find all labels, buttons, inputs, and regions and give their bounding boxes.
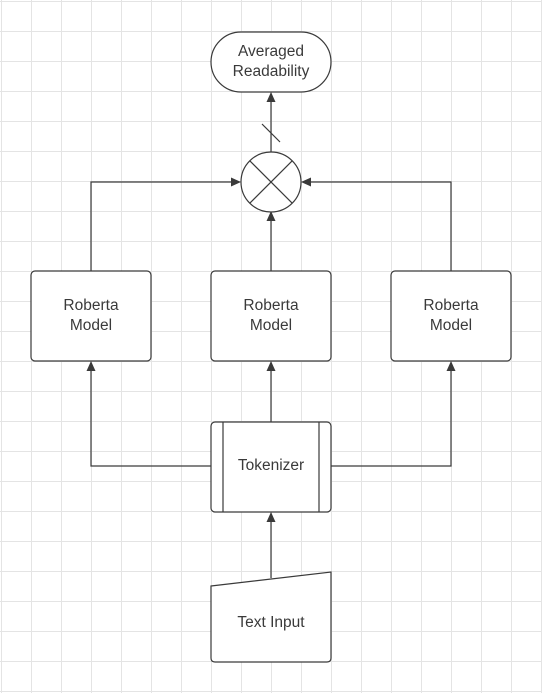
arrowhead-model-right bbox=[446, 361, 456, 371]
roberta-model-right-label-line-1: Roberta bbox=[423, 297, 479, 314]
arrowhead-output bbox=[266, 92, 276, 102]
output-node: Averaged Readability bbox=[210, 31, 332, 93]
edge-tokenizer-to-model-right bbox=[331, 370, 452, 467]
combiner-cross-line-b bbox=[249, 160, 293, 204]
arrowhead-model-left bbox=[86, 361, 96, 371]
tokenizer-node: Tokenizer bbox=[210, 421, 332, 513]
roberta-model-right-label-line-2: Model bbox=[430, 317, 472, 334]
roberta-model-right-box bbox=[390, 270, 512, 362]
edge-model-left-to-combiner bbox=[90, 181, 232, 271]
tokenizer-box bbox=[210, 421, 332, 513]
roberta-model-left-node: Roberta Model bbox=[30, 270, 152, 362]
roberta-model-left-label-line-1: Roberta bbox=[63, 297, 119, 314]
combiner-node bbox=[240, 151, 302, 213]
arrowhead-model-center bbox=[266, 361, 276, 371]
roberta-model-left-label-line-2: Model bbox=[70, 317, 112, 334]
roberta-model-right-node: Roberta Model bbox=[390, 270, 512, 362]
output-label-line-2: Readability bbox=[233, 63, 310, 80]
tokenizer-label: Tokenizer bbox=[238, 457, 304, 474]
text-input-node: Text Input bbox=[210, 571, 332, 663]
roberta-model-center-node: Roberta Model bbox=[210, 270, 332, 362]
edge-model-right-to-combiner bbox=[310, 181, 452, 271]
roberta-model-center-label-line-2: Model bbox=[250, 317, 292, 334]
edge-tokenizer-to-model-left bbox=[90, 370, 211, 467]
output-terminal-shape bbox=[210, 31, 332, 93]
text-input-label: Text Input bbox=[237, 614, 305, 631]
arrowhead-tokenizer bbox=[266, 512, 276, 522]
roberta-model-center-box bbox=[210, 270, 332, 362]
edge-slash-mark bbox=[261, 123, 281, 143]
roberta-model-left-box bbox=[30, 270, 152, 362]
roberta-model-center-label-line-1: Roberta bbox=[243, 297, 299, 314]
text-input-shape bbox=[210, 571, 332, 663]
output-label-line-1: Averaged bbox=[238, 43, 304, 60]
arrowhead-combiner-left bbox=[231, 177, 241, 187]
arrowhead-combiner-right bbox=[301, 177, 311, 187]
arrowhead-combiner-bottom bbox=[266, 211, 276, 221]
